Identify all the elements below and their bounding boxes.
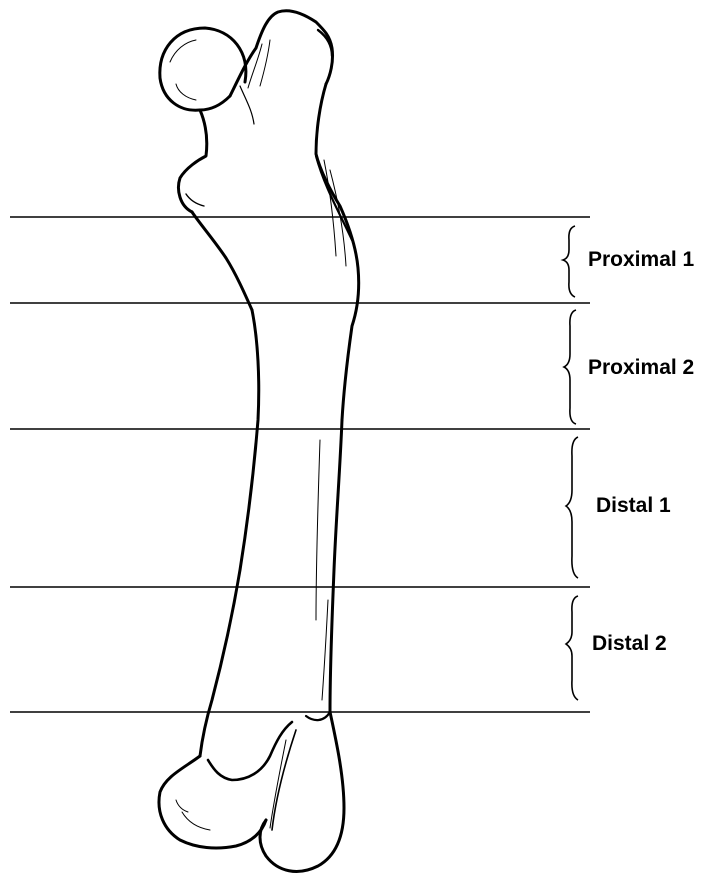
region-label-distal-1: Distal 1 [596, 494, 671, 518]
region-label-distal-2: Distal 2 [592, 632, 667, 656]
brace-distal-2 [566, 596, 578, 700]
femoral-neck [179, 110, 207, 212]
division-lines [10, 217, 590, 712]
medial-condyle [159, 756, 266, 848]
brace-distal-1 [566, 437, 578, 578]
region-label-proximal-2: Proximal 2 [588, 356, 694, 380]
brace-proximal-1 [563, 226, 575, 297]
region-braces [563, 226, 578, 700]
lateral-condyle [260, 712, 344, 871]
femoral-shaft-lateral [330, 420, 342, 712]
femoral-shaft-medial [200, 310, 259, 756]
lesser-trochanter [192, 212, 252, 310]
brace-proximal-2 [564, 310, 576, 424]
femoral-head [160, 28, 246, 110]
femur-bone [159, 11, 359, 872]
region-label-proximal-1: Proximal 1 [588, 248, 694, 272]
